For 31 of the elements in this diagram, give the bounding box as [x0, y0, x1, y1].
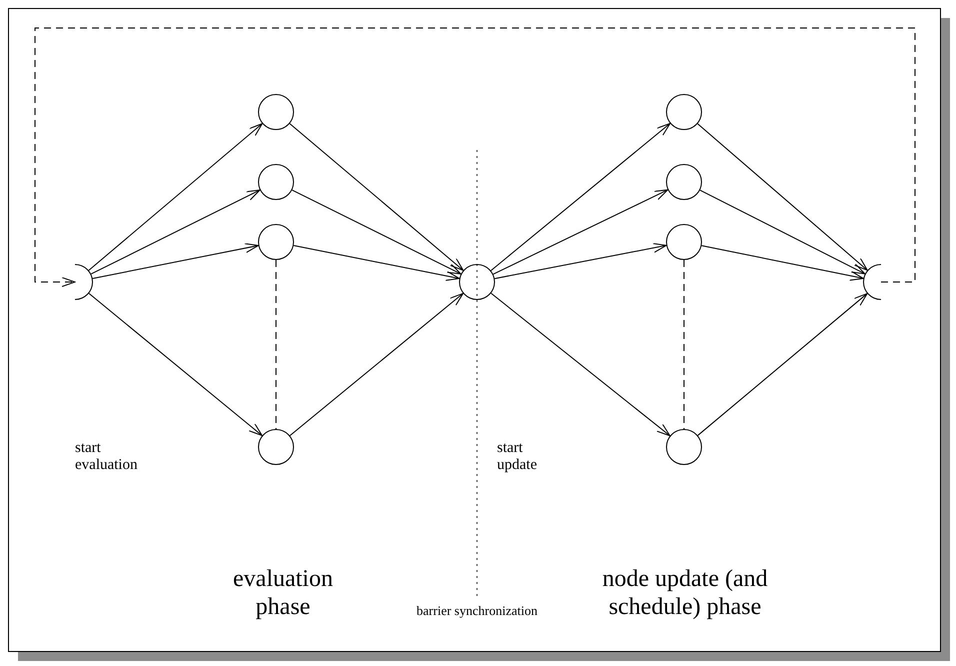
circle-node	[666, 429, 702, 465]
circle-node	[459, 264, 495, 300]
circle-node	[258, 94, 294, 130]
phase-label: node update (and schedule) phase	[601, 566, 769, 622]
circle-node	[258, 224, 294, 260]
arrow	[92, 243, 259, 279]
dashed-connector	[34, 28, 916, 287]
arrow	[490, 122, 671, 272]
arrow	[292, 190, 462, 274]
arrow	[492, 189, 668, 275]
arrow	[289, 123, 464, 271]
circle-node	[666, 224, 702, 260]
arrow	[697, 123, 868, 271]
arrow	[293, 245, 460, 281]
arrow	[490, 292, 670, 436]
arrow	[697, 293, 868, 436]
circle-node	[666, 164, 702, 200]
arrow	[289, 292, 464, 436]
circle-node	[258, 429, 294, 465]
arrow	[701, 245, 864, 281]
arrow	[90, 190, 260, 274]
circle-node	[258, 164, 294, 200]
phase-label: evaluation phase	[232, 566, 334, 622]
barrier-label: barrier synchronization	[416, 604, 538, 619]
arrow	[494, 242, 667, 280]
arrow	[88, 292, 263, 436]
phase-start-label: start update	[497, 440, 538, 474]
circle-node	[666, 94, 702, 130]
phase-start-label: start evaluation	[75, 440, 138, 474]
arrow	[88, 123, 263, 271]
arrow	[700, 190, 866, 274]
